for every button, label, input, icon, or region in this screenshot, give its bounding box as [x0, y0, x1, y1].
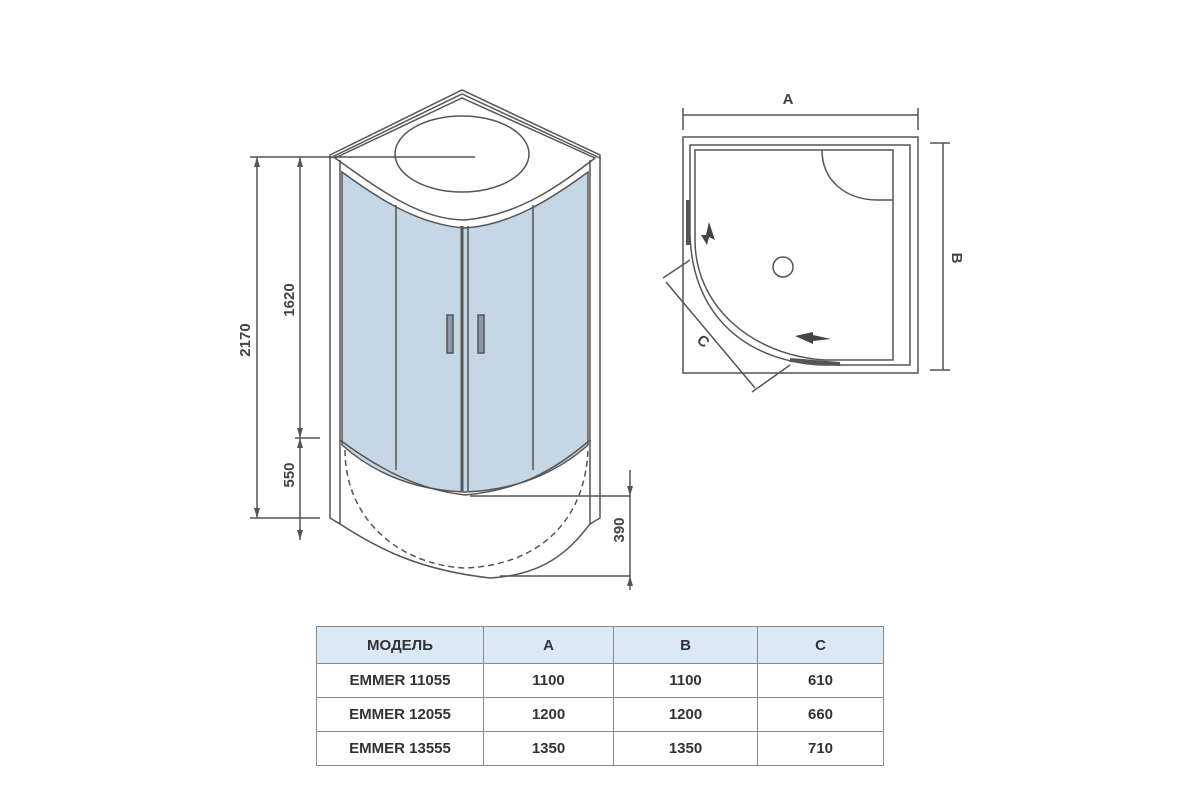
cell-a: 1200 [483, 697, 614, 732]
tray [339, 439, 591, 579]
shower-seat [821, 149, 893, 201]
tray-outline [682, 136, 919, 374]
dim-tray-height: 550 [281, 462, 298, 487]
top-label-b: B [948, 253, 965, 264]
shower-head [394, 115, 530, 193]
arrow-left-icon [795, 332, 831, 344]
cell-model: EMMER 11055 [316, 663, 484, 698]
glass-panels [341, 170, 589, 493]
dim-tray-front: 390 [611, 517, 628, 542]
left-post [329, 158, 341, 526]
dimensions-table: МОДЕЛЬ A B C EMMER 11055 1100 1100 610 E… [316, 626, 884, 766]
cell-c: 610 [757, 663, 884, 698]
header-a: A [483, 626, 614, 664]
top-view [662, 108, 950, 393]
table-row: EMMER 12055 1200 1200 660 [316, 697, 884, 732]
cell-a: 1350 [483, 731, 614, 766]
cell-model: EMMER 12055 [316, 697, 484, 732]
right-post [589, 158, 601, 526]
arrow-down-icon [701, 222, 715, 245]
header-c: C [757, 626, 884, 664]
cell-b: 1200 [613, 697, 758, 732]
slide-arrows [701, 222, 831, 344]
header-model: МОДЕЛЬ [316, 626, 484, 664]
table-header-row: МОДЕЛЬ A B C [316, 626, 884, 664]
cell-a: 1100 [483, 663, 614, 698]
bathtub-hidden [344, 449, 589, 569]
door-handle-left [446, 314, 454, 354]
cell-b: 1100 [613, 663, 758, 698]
table-row: EMMER 11055 1100 1100 610 [316, 663, 884, 698]
cell-c: 710 [757, 731, 884, 766]
dim-glass-height: 1620 [281, 283, 298, 316]
table-row: EMMER 13555 1350 1350 710 [316, 731, 884, 766]
cell-model: EMMER 13555 [316, 731, 484, 766]
top-label-a: A [783, 91, 794, 108]
cell-c: 660 [757, 697, 884, 732]
front-view [250, 89, 631, 590]
door-handle-right [477, 314, 485, 354]
drain [772, 256, 794, 278]
dim-total-height: 2170 [237, 323, 254, 356]
header-b: B [613, 626, 758, 664]
cell-b: 1350 [613, 731, 758, 766]
